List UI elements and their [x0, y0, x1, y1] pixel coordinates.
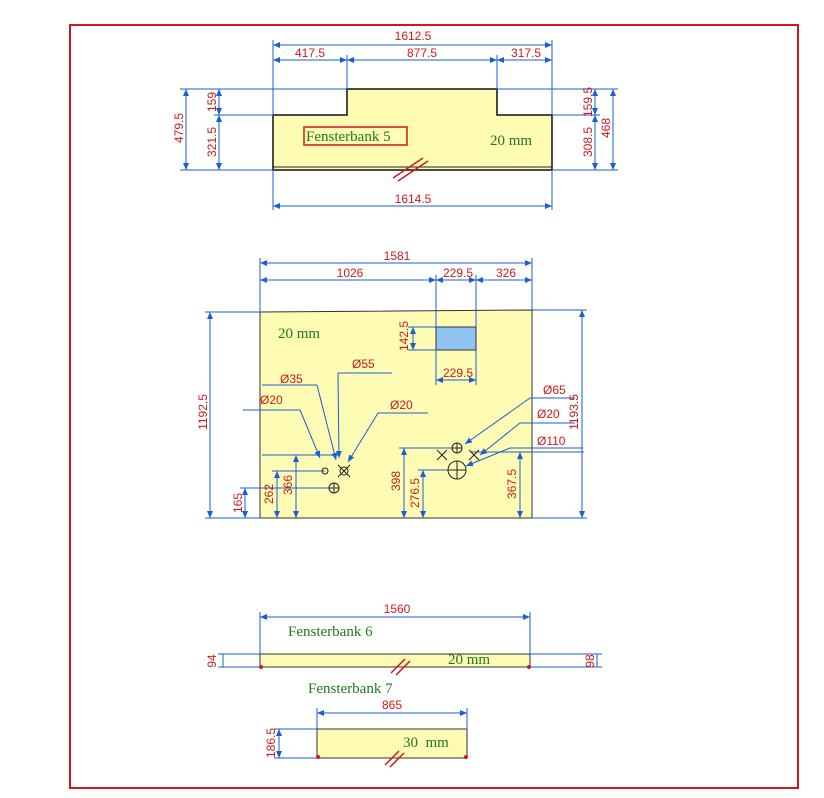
part1-cut-mark — [392, 157, 424, 179]
hole-cross — [337, 464, 351, 478]
part3-dim-length: 1560 — [384, 602, 411, 616]
part1-dim-right: 317.5 — [511, 46, 541, 60]
part-fensterbank-7: 865 186.5 30 mm — [264, 698, 468, 768]
hole-cross — [468, 449, 480, 461]
hole-label-20c: Ø20 — [537, 407, 560, 421]
part1-dim-total: 1612.5 — [395, 29, 432, 43]
part4-name: Fensterbank 7 — [308, 681, 393, 697]
part4-corner-mark — [464, 755, 468, 759]
leader — [335, 372, 342, 459]
part2-dim-a: 1026 — [337, 266, 364, 280]
part1-dim-right-total: 468 — [599, 118, 613, 138]
part1-outline — [272, 88, 553, 171]
part4-cut-mark — [389, 752, 405, 768]
part2-dim-262: 262 — [262, 484, 276, 504]
part4-dim-length: 865 — [382, 698, 402, 712]
hole-label-55: Ø55 — [352, 357, 375, 371]
part2-dim-right-total: 1193.5 — [567, 394, 581, 430]
sheet-frame — [69, 24, 799, 789]
part1-dim-left-a: 159 — [205, 92, 219, 112]
hole-label-65: Ø65 — [543, 383, 566, 397]
part1-dim-right-b: 308.5 — [581, 127, 595, 157]
part3-cut-mark — [390, 658, 406, 674]
part3-dim-right: 98 — [583, 654, 597, 668]
hole-label-20a: Ø20 — [260, 393, 283, 407]
part2-thickness: 20 mm — [278, 326, 320, 342]
part3-cut-mark — [395, 660, 411, 676]
part1-dim-left-total: 479.5 — [172, 113, 186, 143]
part4-dim-left: 186.5 — [264, 728, 278, 758]
hole-label-110: Ø110 — [537, 434, 566, 448]
part2-dim-cutout-w: 229.5 — [443, 366, 473, 380]
part1-thickness: 20 mm — [490, 133, 532, 149]
part1-dim-right-a: 159.5 — [581, 87, 595, 117]
leader — [465, 447, 511, 467]
leader — [479, 422, 521, 456]
part1-dim-mid: 877.5 — [407, 46, 437, 60]
part2-dim-cutout-h: 142.5 — [397, 321, 411, 351]
hole-cross — [436, 449, 448, 461]
hole-55 — [339, 466, 349, 476]
part-fensterbank-5: Fensterbank 5 20 mm 1612.5 417.5 877.5 3… — [172, 29, 618, 210]
part1-dim-left: 417.5 — [295, 46, 325, 60]
part4-cut-mark — [384, 750, 400, 766]
part2-dim-total: 1581 — [384, 249, 411, 263]
part2-dim-367: 367.5 — [505, 469, 519, 499]
part3-thickness: 20 mm — [448, 652, 490, 668]
leader — [316, 384, 338, 461]
part1-dim-left-b: 321.5 — [205, 127, 219, 157]
part3-name: Fensterbank 6 — [288, 624, 373, 640]
part1-name-box — [303, 126, 408, 146]
part2-cutout — [435, 326, 477, 351]
part4-outline — [316, 728, 468, 759]
part2-dim-398: 398 — [389, 471, 403, 491]
part4-thickness: 30 mm — [403, 735, 449, 751]
part1-dim-bottom: 1614.5 — [395, 192, 432, 206]
leader — [299, 409, 321, 459]
part2-dim-left-total: 1192.5 — [196, 394, 210, 430]
hole-label-35: Ø35 — [280, 372, 303, 386]
part-fensterbank-6: 1560 94 98 Fensterbank 6 20 mm Fensterba… — [205, 602, 602, 697]
part1-cut-mark — [397, 160, 429, 182]
leader — [347, 412, 379, 463]
part1-name: Fensterbank 5 — [306, 129, 391, 145]
leader — [464, 397, 531, 445]
part3-outline — [259, 653, 531, 668]
part-main-panel: 20 mm — [196, 249, 587, 519]
hole-label-20b: Ø20 — [390, 398, 413, 412]
part2-dim-c: 326 — [496, 266, 516, 280]
part3-corner-mark — [527, 665, 531, 669]
hole-35 — [321, 467, 329, 475]
part2-dim-276: 276.5 — [408, 478, 422, 508]
part2-dim-b: 229.5 — [443, 266, 473, 280]
part3-dim-left: 94 — [205, 654, 219, 668]
part3-corner-mark — [259, 665, 263, 669]
part2-dim-366: 366 — [281, 475, 295, 495]
part2-dim-165: 165 — [231, 493, 245, 513]
